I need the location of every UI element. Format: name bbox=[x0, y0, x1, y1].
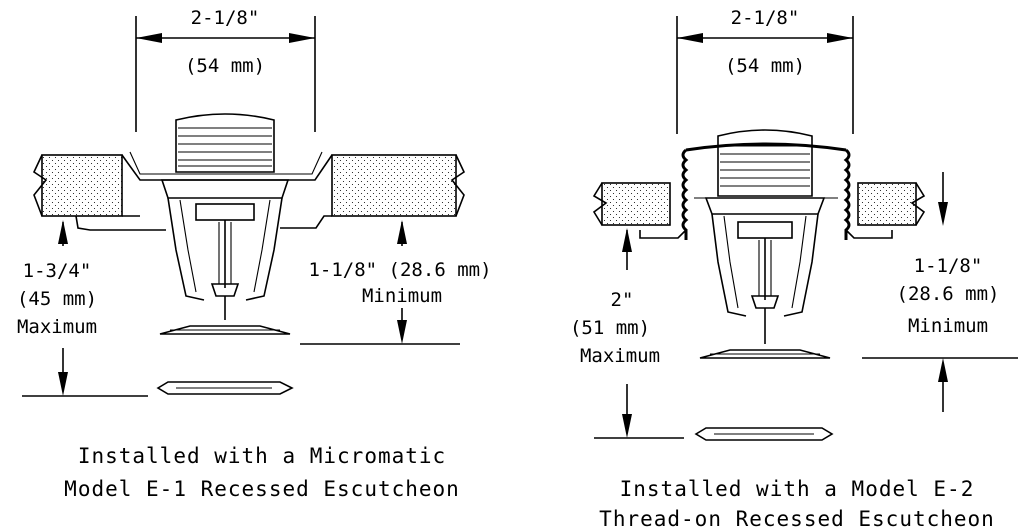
left-max-inches: 1-3/4" bbox=[23, 260, 92, 282]
left-recessed-escutcheon bbox=[75, 151, 333, 231]
left-maximum-dimension bbox=[22, 220, 148, 397]
right-ceiling-panel-left bbox=[592, 182, 671, 226]
right-min-mm: (28.6 mm) bbox=[897, 283, 1000, 305]
right-sprinkler bbox=[694, 129, 834, 441]
right-width-dimension bbox=[676, 16, 854, 134]
left-sprinkler bbox=[156, 113, 294, 395]
left-figure: 2-1/8" (54 mm) bbox=[17, 7, 492, 501]
right-width-inches: 2-1/8" bbox=[731, 7, 800, 29]
right-min-label: Minimum bbox=[908, 315, 988, 337]
right-max-label: Maximum bbox=[580, 345, 660, 367]
right-max-mm: (51 mm) bbox=[570, 317, 650, 339]
left-minimum-dimension bbox=[300, 220, 460, 345]
right-ceiling-panel-right bbox=[857, 182, 926, 226]
left-min-label: Minimum bbox=[362, 285, 442, 307]
left-width-dimension bbox=[135, 16, 316, 132]
left-max-mm: (45 mm) bbox=[17, 288, 97, 310]
right-max-inches: 2" bbox=[611, 289, 634, 311]
right-caption-line1: Installed with a Model E-2 bbox=[620, 477, 975, 501]
left-ceiling-panel-left bbox=[32, 154, 123, 217]
left-ceiling-panel-right bbox=[331, 154, 466, 217]
right-figure: 2-1/8" (54 mm) bbox=[570, 7, 1018, 531]
right-caption-line2: Thread-on Recessed Escutcheon bbox=[599, 507, 995, 531]
left-min-dimension: 1-1/8" (28.6 mm) bbox=[308, 259, 491, 281]
left-width-inches: 2-1/8" bbox=[191, 7, 260, 29]
right-minimum-dimension bbox=[862, 172, 1018, 412]
right-min-inches: 1-1/8" bbox=[914, 255, 983, 277]
right-thread-on-escutcheon bbox=[639, 142, 893, 240]
right-maximum-dimension bbox=[594, 228, 684, 439]
left-width-mm: (54 mm) bbox=[185, 55, 265, 77]
right-width-mm: (54 mm) bbox=[725, 55, 805, 77]
left-caption-line1: Installed with a Micromatic bbox=[78, 444, 446, 468]
left-max-label: Maximum bbox=[17, 316, 97, 338]
left-caption-line2: Model E-1 Recessed Escutcheon bbox=[64, 477, 460, 501]
